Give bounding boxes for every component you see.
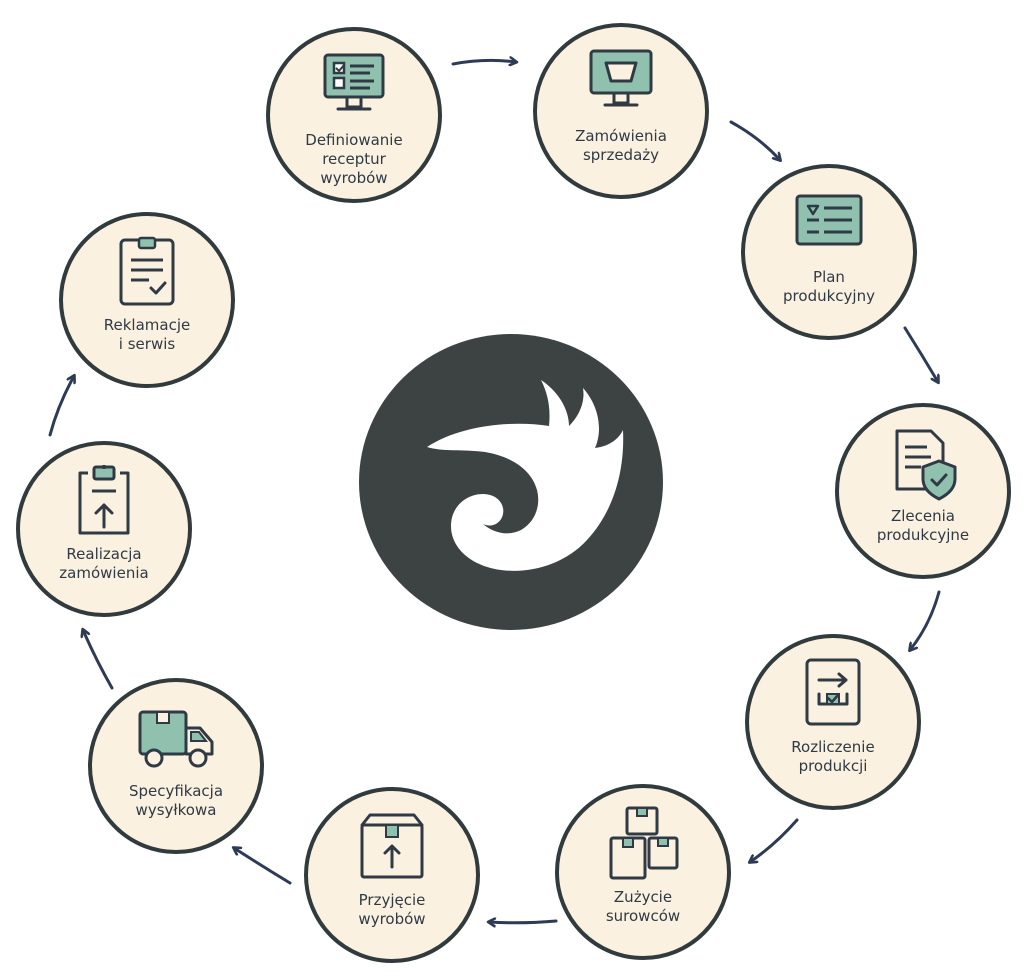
monitor-cart-icon xyxy=(581,43,661,123)
process-step-production-plan[interactable]: Plan produkcyjny xyxy=(741,164,917,340)
process-step-production-orders[interactable]: Zlecenia produkcyjne xyxy=(835,403,1011,579)
process-step-label: Reklamacje i serwis xyxy=(103,316,191,353)
process-step-label: Realizacja zamówienia xyxy=(59,545,149,582)
document-shield-icon xyxy=(883,423,963,503)
process-step-production-settlement[interactable]: Rozliczenie produkcji xyxy=(745,634,921,810)
arrow-2-to-3 xyxy=(729,120,780,160)
arrow-7-to-8 xyxy=(234,848,292,885)
process-step-label: Przyjęcie wyrobów xyxy=(358,891,426,928)
center-logo xyxy=(359,334,663,630)
arrow-4-to-5 xyxy=(910,590,941,650)
clipboard-check-icon xyxy=(107,232,187,312)
phoenix-bird-icon xyxy=(427,380,624,571)
arrow-1-to-2 xyxy=(451,60,516,64)
process-step-shipping-specification[interactable]: Specyfikacja wysyłkowa xyxy=(88,678,264,854)
process-step-label: Definiowanie receptur wyrobów xyxy=(305,131,403,187)
process-step-complaints-service[interactable]: Reklamacje i serwis xyxy=(59,212,235,388)
delivery-truck-icon xyxy=(136,698,216,778)
process-step-order-fulfillment[interactable]: Realizacja zamówienia xyxy=(16,441,192,617)
arrow-5-to-6 xyxy=(750,818,799,862)
transfer-document-icon xyxy=(793,654,873,734)
process-step-label: Zamówienia sprzedaży xyxy=(575,127,667,164)
box-arrow-up-icon xyxy=(352,807,432,887)
process-step-label: Zużycie surowców xyxy=(605,888,681,925)
clipboard-arrow-icon xyxy=(64,461,144,541)
process-step-label: Specyfikacja wysyłkowa xyxy=(128,782,224,819)
process-step-label: Zlecenia produkcyjne xyxy=(876,507,970,544)
arrow-3-to-4 xyxy=(903,326,938,382)
arrow-9-to-10 xyxy=(48,376,74,437)
plan-board-icon xyxy=(789,184,869,264)
process-step-raw-material-usage[interactable]: Zużycie surowców xyxy=(555,784,731,960)
process-step-goods-receipt[interactable]: Przyjęcie wyrobów xyxy=(304,787,480,963)
arrow-6-to-7 xyxy=(489,921,558,923)
process-step-recipes[interactable]: Definiowanie receptur wyrobów xyxy=(266,27,442,203)
process-step-label: Plan produkcyjny xyxy=(783,268,875,305)
monitor-checklist-icon xyxy=(314,47,394,127)
process-step-label: Rozliczenie produkcji xyxy=(791,738,875,775)
arrow-8-to-9 xyxy=(83,630,114,690)
stacked-boxes-icon xyxy=(603,804,683,884)
process-step-sales-orders[interactable]: Zamówienia sprzedaży xyxy=(533,23,709,199)
